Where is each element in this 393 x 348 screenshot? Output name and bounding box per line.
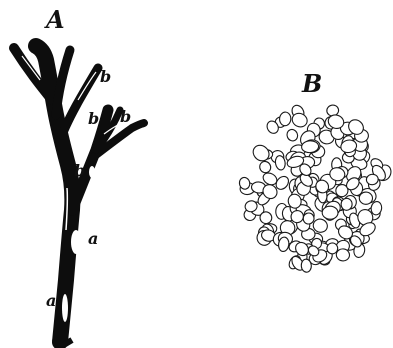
cell: [341, 198, 352, 210]
cell: [258, 159, 273, 174]
cell-cluster: [238, 103, 393, 272]
label-a-upper: a: [88, 229, 98, 248]
panel-a-branching-structure: A a a b b b b: [14, 5, 144, 346]
panel-b-cell-cluster: B: [238, 69, 393, 273]
cell: [322, 206, 338, 219]
opening-b-lower: [89, 166, 95, 178]
panel-b-label: B: [301, 69, 322, 98]
label-b-2: b: [88, 109, 99, 128]
cell: [279, 112, 291, 126]
branch-center: [56, 50, 70, 115]
opening-a-upper: [71, 230, 81, 254]
cell: [274, 155, 286, 171]
opening-a-lower: [62, 294, 68, 322]
label-b-1: b: [100, 67, 111, 86]
cell: [301, 259, 312, 273]
label-b-3: b: [120, 107, 131, 126]
panel-a-label: A: [44, 5, 65, 34]
cell: [285, 128, 299, 143]
label-b-4: b: [74, 161, 85, 180]
cell: [250, 142, 272, 164]
label-a-lower: a: [46, 291, 56, 310]
